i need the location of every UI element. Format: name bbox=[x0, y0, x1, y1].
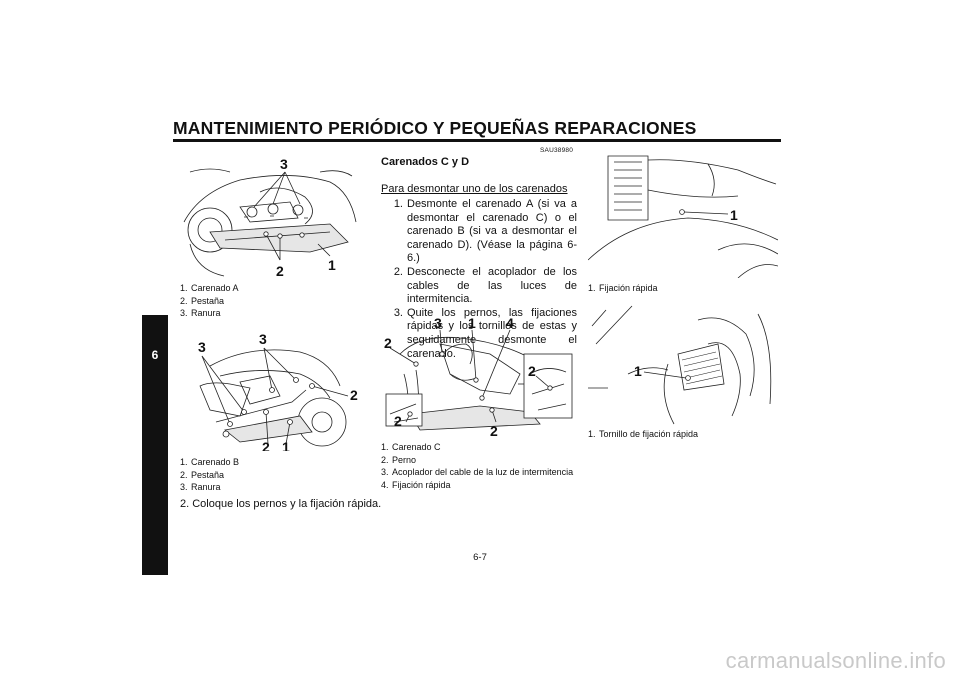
callout-number: 1 bbox=[328, 257, 336, 273]
callout-number: 2 bbox=[384, 335, 392, 351]
legend-item: 2.Pestaña bbox=[180, 469, 225, 480]
fairing-a-illustration: 3 2 1 bbox=[183, 156, 357, 279]
legend-item: 1.Tornillo de fijación rápida bbox=[588, 429, 699, 439]
legend-fairing-c: 1.Carenado C 2.Perno 3.Acoplador del cab… bbox=[381, 441, 577, 491]
callout-number: 3 bbox=[280, 156, 288, 172]
callout-number: 1 bbox=[634, 363, 642, 379]
callout-number: 4 bbox=[506, 315, 514, 331]
step-item: 2.Desconecte el acoplador de los cables … bbox=[393, 265, 577, 306]
chapter-tab: 6 bbox=[142, 315, 168, 575]
chapter-number: 6 bbox=[151, 348, 159, 362]
page-title: MANTENIMIENTO PERIÓDICO Y PEQUEÑAS REPAR… bbox=[173, 118, 697, 138]
figure-fairing-a: 3 2 1 bbox=[180, 152, 360, 282]
fairing-c-illustration: 2 3 1 4 2 2 2 bbox=[384, 315, 573, 438]
legend-fairing-b: 1.Carenado B 2.Pestaña 3.Ranura bbox=[180, 456, 360, 494]
figure-quick-fastener-screw: 1 bbox=[588, 304, 778, 426]
fairing-b-illustration: 3 3 2 2 1 bbox=[198, 331, 358, 451]
callout-number: 1 bbox=[468, 315, 476, 331]
legend-quick-fastener: 1.Fijación rápida bbox=[588, 282, 778, 295]
callout-number: 1 bbox=[730, 207, 738, 223]
callout-number: 3 bbox=[259, 331, 267, 347]
legend-item: 3.Ranura bbox=[180, 308, 221, 318]
sub-heading: Para desmontar uno de los carenados bbox=[381, 183, 568, 195]
header-rule bbox=[173, 139, 781, 142]
section-title: Carenados C y D bbox=[381, 156, 470, 168]
figure-quick-fastener: 1 bbox=[588, 150, 778, 278]
figure-fairing-c: 2 3 1 4 2 2 2 bbox=[380, 314, 576, 438]
step-item: 1.Desmonte el carenado A (si va a desmon… bbox=[393, 198, 577, 265]
legend-quick-fastener-screw: 1.Tornillo de fijación rápida bbox=[588, 428, 778, 441]
removal-steps: 1.Desmonte el carenado A (si va a desmon… bbox=[381, 198, 577, 361]
quick-fastener-screw-illustration: 1 bbox=[588, 305, 772, 425]
legend-item: 1.Carenado A bbox=[180, 283, 239, 293]
page-number: 6-7 bbox=[473, 552, 487, 563]
legend-item: 3.Acoplador del cable de la luz de inter… bbox=[381, 467, 574, 477]
legend-fairing-a: 1.Carenado A 2.Pestaña 3.Ranura bbox=[180, 282, 360, 320]
legend-item: 4.Fijación rápida bbox=[381, 479, 451, 490]
legend-item: 2.Pestaña bbox=[180, 295, 225, 306]
callout-number: 2 bbox=[262, 439, 270, 451]
callout-number: 1 bbox=[282, 439, 290, 451]
callout-number: 2 bbox=[528, 363, 536, 379]
legend-item: 1.Carenado C bbox=[381, 442, 441, 452]
reference-code: SAU38980 bbox=[540, 147, 574, 154]
callout-number: 2 bbox=[276, 263, 284, 279]
figure-fairing-b: 3 3 2 2 1 bbox=[180, 326, 365, 451]
callout-number: 2 bbox=[490, 423, 498, 438]
legend-item: 1.Carenado B bbox=[180, 457, 240, 467]
legend-item: 1.Fijación rápida bbox=[588, 283, 658, 293]
callout-number: 3 bbox=[434, 315, 442, 331]
step-item: 3.Quite los pernos, las fijaciones rápid… bbox=[393, 306, 577, 360]
quick-fastener-illustration: 1 bbox=[588, 155, 778, 278]
legend-item: 3.Ranura bbox=[180, 482, 221, 492]
step-install: 2. Coloque los pernos y la fijación rápi… bbox=[180, 498, 382, 510]
callout-number: 2 bbox=[350, 387, 358, 403]
callout-number: 3 bbox=[198, 339, 206, 355]
callout-number: 2 bbox=[394, 413, 402, 429]
watermark: carmanualsonline.info bbox=[725, 648, 946, 673]
legend-item: 2.Perno bbox=[381, 454, 417, 465]
